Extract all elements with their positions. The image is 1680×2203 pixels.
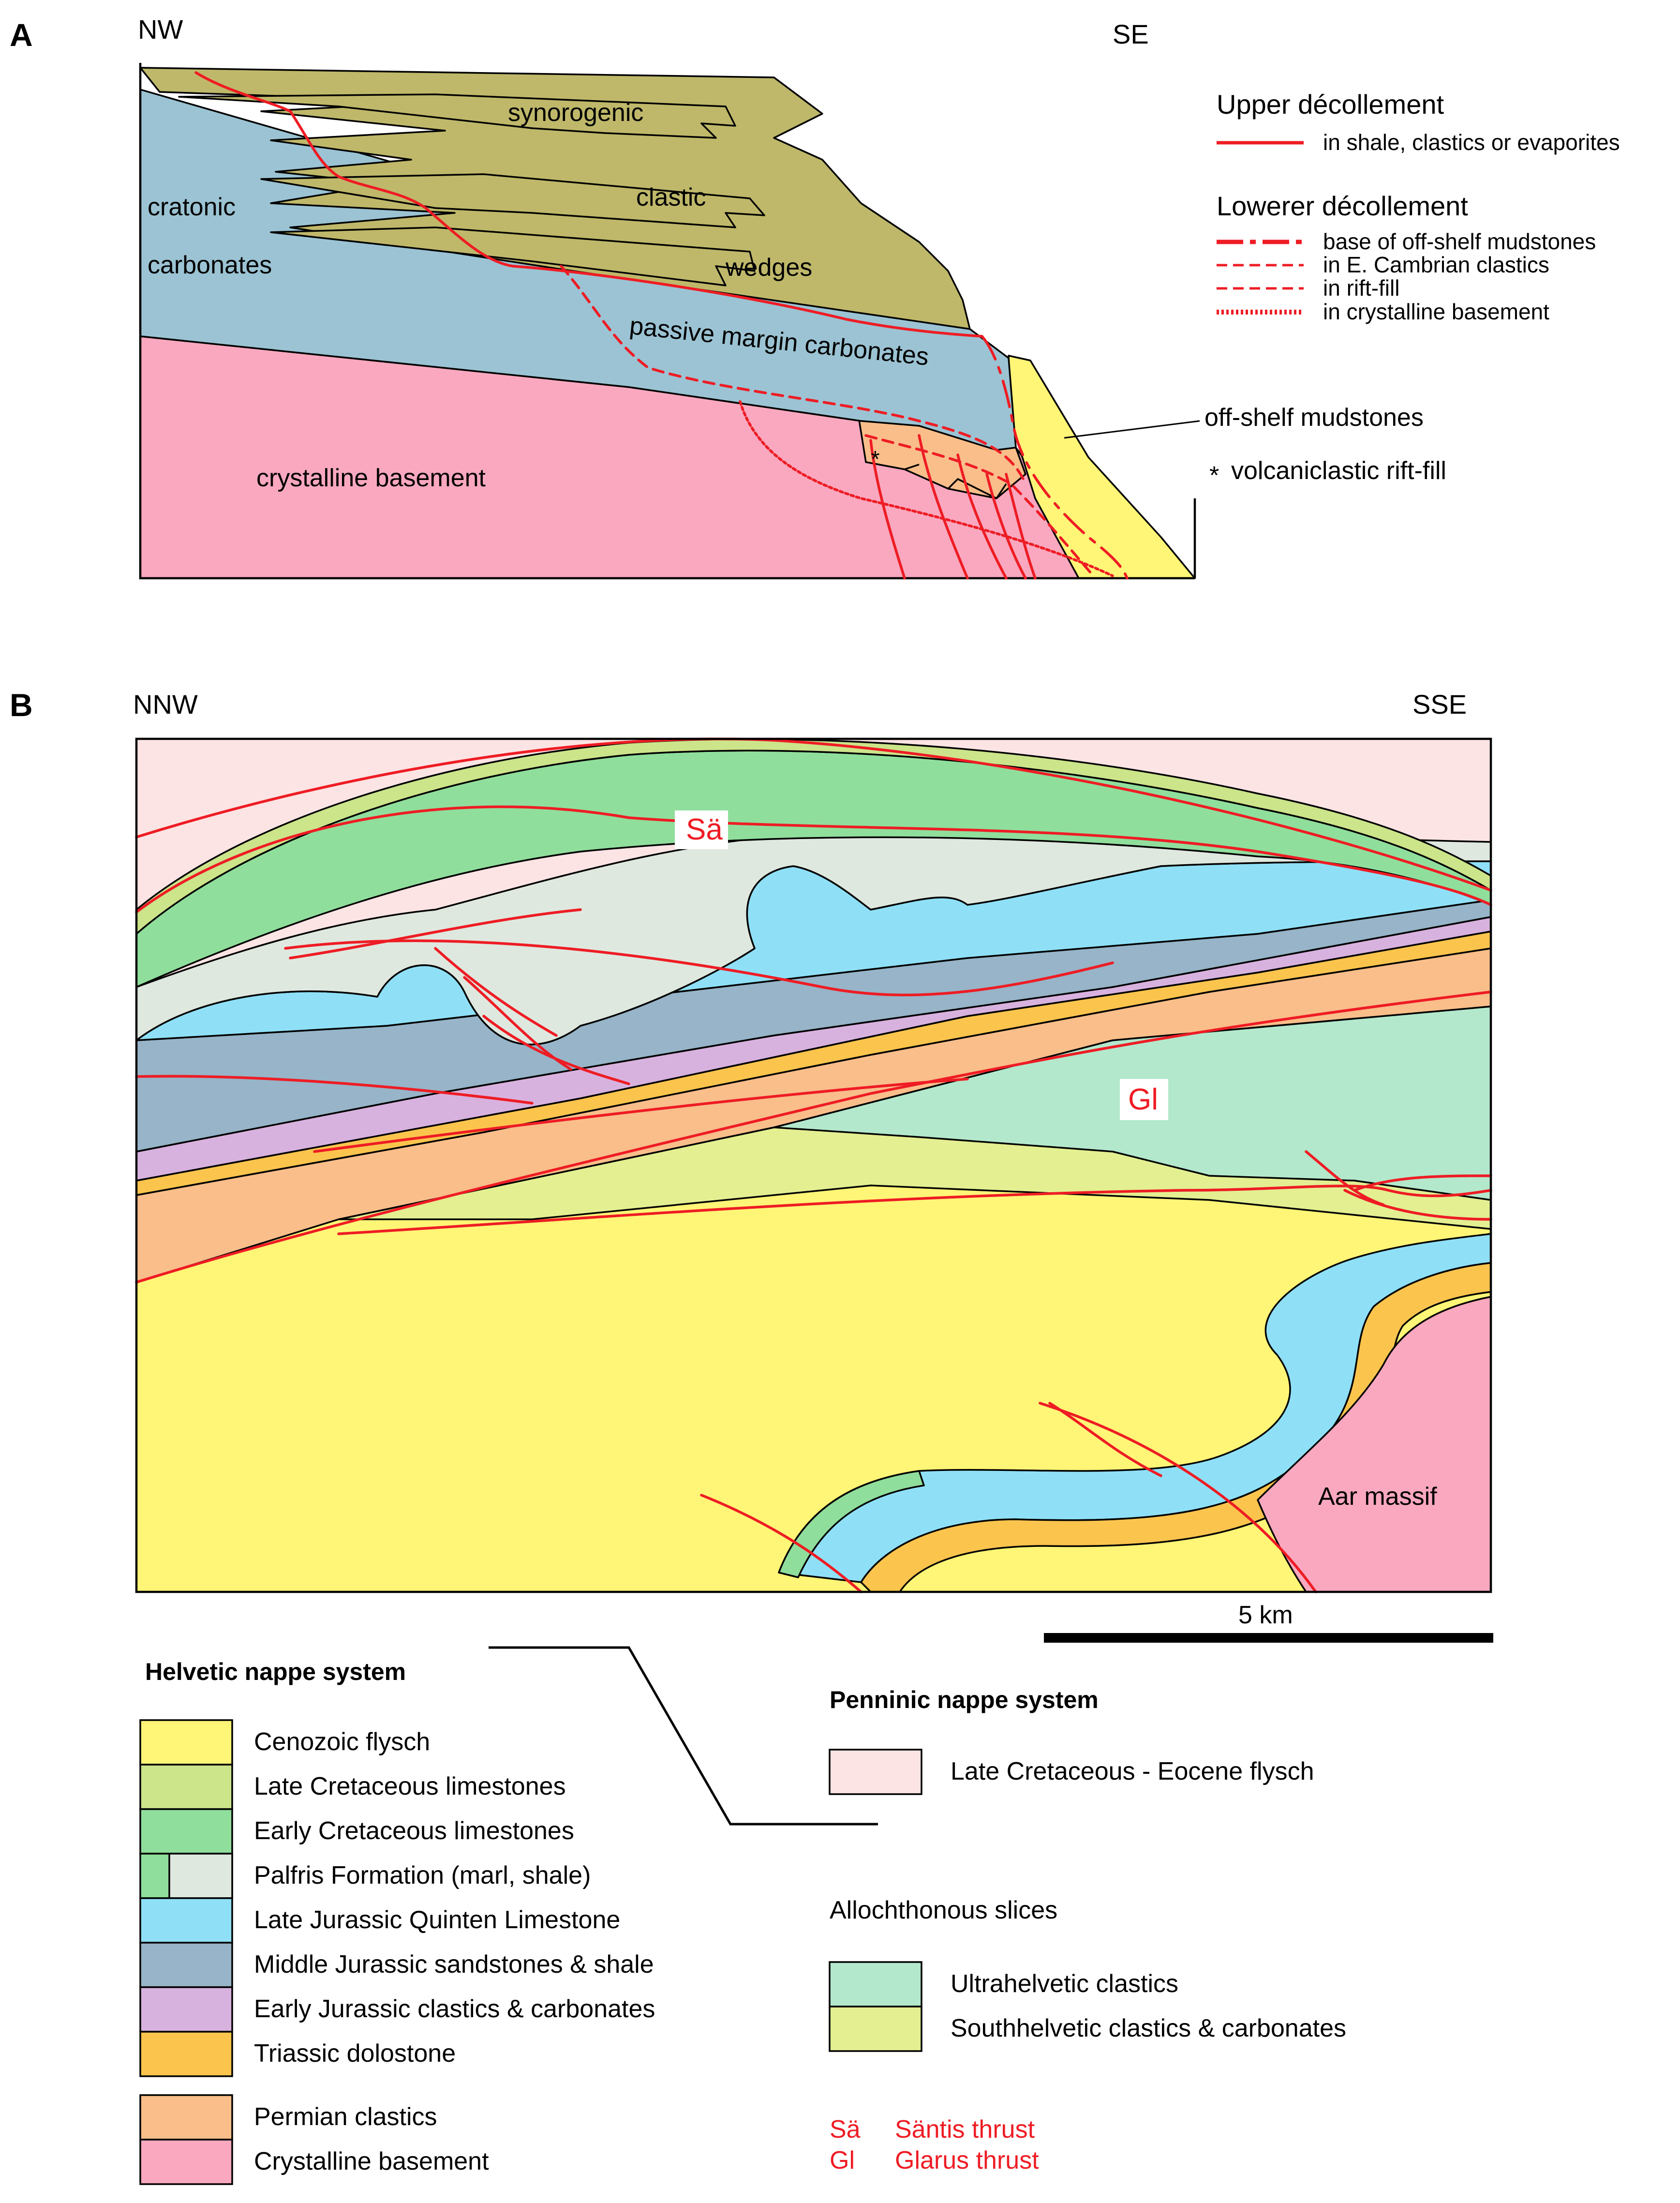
swatch-penninic-flysch xyxy=(829,1749,922,1795)
legend-upper-title: Upper décollement xyxy=(1217,89,1444,120)
penninic-item: Late Cretaceous - Eocene flysch xyxy=(951,1757,1314,1785)
label-volcaniclastic: volcaniclastic rift-fill xyxy=(1231,457,1446,485)
section-frame-b xyxy=(135,737,1492,1593)
rift-fill-decollement xyxy=(864,434,1095,577)
leader-off-shelf xyxy=(1064,420,1200,439)
panel-b: B NNW SSE xyxy=(10,687,1493,1643)
thrust-strand-4 xyxy=(337,1184,1492,1235)
legend-item-7: Triassic dolostone xyxy=(254,2039,456,2068)
legend-item-5: Middle Jurassic sandstones & shale xyxy=(254,1950,654,1978)
swatch-early-cretaceous xyxy=(139,1808,233,1855)
orientation-sse: SSE xyxy=(1412,689,1467,719)
allochthonous-item-1: Southhelvetic clastics & carbonates xyxy=(951,2014,1346,2042)
thrust-code-gl: Gl xyxy=(830,2146,855,2174)
upper-decollement xyxy=(194,71,983,338)
thrust-name-sa: Säntis thrust xyxy=(895,2115,1035,2143)
swatch-ultrahelvetic xyxy=(829,1961,922,2008)
thrust-strand-6 xyxy=(434,947,630,1085)
tongue-2 xyxy=(260,173,765,228)
sa-label-bg xyxy=(675,810,728,849)
legend-b: Helvetic nappe system Cenozoic flysch La… xyxy=(139,1646,1346,2185)
swatch-crystalline xyxy=(139,2139,233,2185)
label-aar-massif: Aar massif xyxy=(1318,1483,1437,1511)
aar-thrust xyxy=(1039,1402,1317,1593)
swatch-palfris xyxy=(168,1853,233,1899)
legend-item-3: Palfris Formation (marl, shale) xyxy=(254,1861,591,1889)
legend-lower-title: Lowerer décollement xyxy=(1217,191,1468,221)
label-synorogenic: synorogenic xyxy=(508,99,643,127)
thrust-strand-1 xyxy=(135,737,1492,892)
thrust-label-gl: Gl xyxy=(1128,1083,1158,1116)
off-shelf-decollement xyxy=(981,335,1129,580)
allochthonous-title: Allochthonous slices xyxy=(830,1896,1057,1924)
legend-a: Upper décollement in shale, clastics or … xyxy=(1217,89,1620,324)
legend-item-6: Early Jurassic clastics & carbonates xyxy=(254,1995,655,2023)
swatch-cenozoic-flysch xyxy=(139,1719,233,1766)
swatch-permian xyxy=(139,2094,233,2141)
thrust-label-sa: Sä xyxy=(686,813,723,846)
thrust-strand-2 xyxy=(284,939,1114,997)
legend-lower-item-2: in E. Cambrian clastics xyxy=(1323,252,1549,277)
label-crystalline-basement-a: crystalline basement xyxy=(256,464,486,492)
section-frame-a xyxy=(139,63,1196,580)
legend-lower-item-4: in crystalline basement xyxy=(1323,299,1549,324)
autochthon-green xyxy=(778,1470,925,1578)
swatch-triassic xyxy=(139,2031,233,2077)
scale-label: 5 km xyxy=(1238,1601,1293,1629)
swatch-middle-jurassic xyxy=(139,1942,233,1988)
legend-item-4: Late Jurassic Quinten Limestone xyxy=(254,1906,620,1934)
cambrian-decollement xyxy=(560,265,1027,485)
helvetic-title: Helvetic nappe system xyxy=(145,1658,406,1685)
allochthonous-item-0: Ultrahelvetic clastics xyxy=(951,1970,1178,1998)
thrust-strand-5 xyxy=(289,908,582,959)
legend-lower-item-3: in rift-fill xyxy=(1323,275,1399,300)
tongue-1 xyxy=(178,93,736,139)
orientation-se: SE xyxy=(1113,19,1149,49)
legend-upper-item: in shale, clastics or evaporites xyxy=(1323,130,1620,155)
legend-item-0: Cenozoic flysch xyxy=(254,1728,430,1756)
rift-blocks xyxy=(904,464,1007,499)
label-volcaniclastic-marker: * xyxy=(1209,462,1219,490)
label-cratonic: cratonic xyxy=(148,193,236,221)
glarus-thrust xyxy=(135,990,1492,1284)
legend-divider xyxy=(489,1646,878,1826)
basement-decollement xyxy=(739,400,1114,577)
legend-lower-item-1: base of off-shelf mudstones xyxy=(1323,229,1596,254)
panel-a-letter: A xyxy=(10,17,33,53)
panel-b-letter: B xyxy=(10,687,33,723)
legend-item-8: Permian clastics xyxy=(254,2103,437,2131)
orientation-nnw: NNW xyxy=(133,689,198,719)
thrust-strand-7 xyxy=(135,1075,534,1105)
thrust-name-gl: Glarus thrust xyxy=(895,2146,1039,2174)
swatch-late-cretaceous xyxy=(139,1764,233,1810)
label-carbonates: carbonates xyxy=(148,251,272,279)
label-off-shelf: off-shelf mudstones xyxy=(1204,404,1424,432)
rift-faults xyxy=(869,434,1037,580)
tongue-3 xyxy=(270,226,756,286)
label-rift-star: * xyxy=(871,447,880,472)
penninic-title: Penninic nappe system xyxy=(830,1686,1099,1713)
swatch-southhelvetic xyxy=(829,2006,922,2052)
legend-item-2: Early Cretaceous limestones xyxy=(254,1817,574,1845)
basal-thrust xyxy=(700,1402,1162,1593)
swatch-quinten xyxy=(139,1897,233,1944)
label-wedges: wedges xyxy=(725,254,812,282)
panel-a: A NW SE synorogenic clastic wedges cr xyxy=(10,14,1620,580)
thrust-code-sa: Sä xyxy=(830,2115,861,2143)
swatch-early-jurassic xyxy=(139,1986,233,2033)
orientation-nw: NW xyxy=(138,14,183,45)
legend-item-9: Crystalline basement xyxy=(254,2147,489,2175)
legend-item-1: Late Cretaceous limestones xyxy=(254,1772,566,1800)
gl-label-bg xyxy=(1120,1079,1168,1120)
thrust-strand-3 xyxy=(313,1078,969,1153)
santis-thrust xyxy=(135,805,1492,914)
aar-massif xyxy=(1257,1296,1492,1593)
aar-thrust-2 xyxy=(1305,1150,1492,1221)
label-clastic: clastic xyxy=(636,183,706,211)
